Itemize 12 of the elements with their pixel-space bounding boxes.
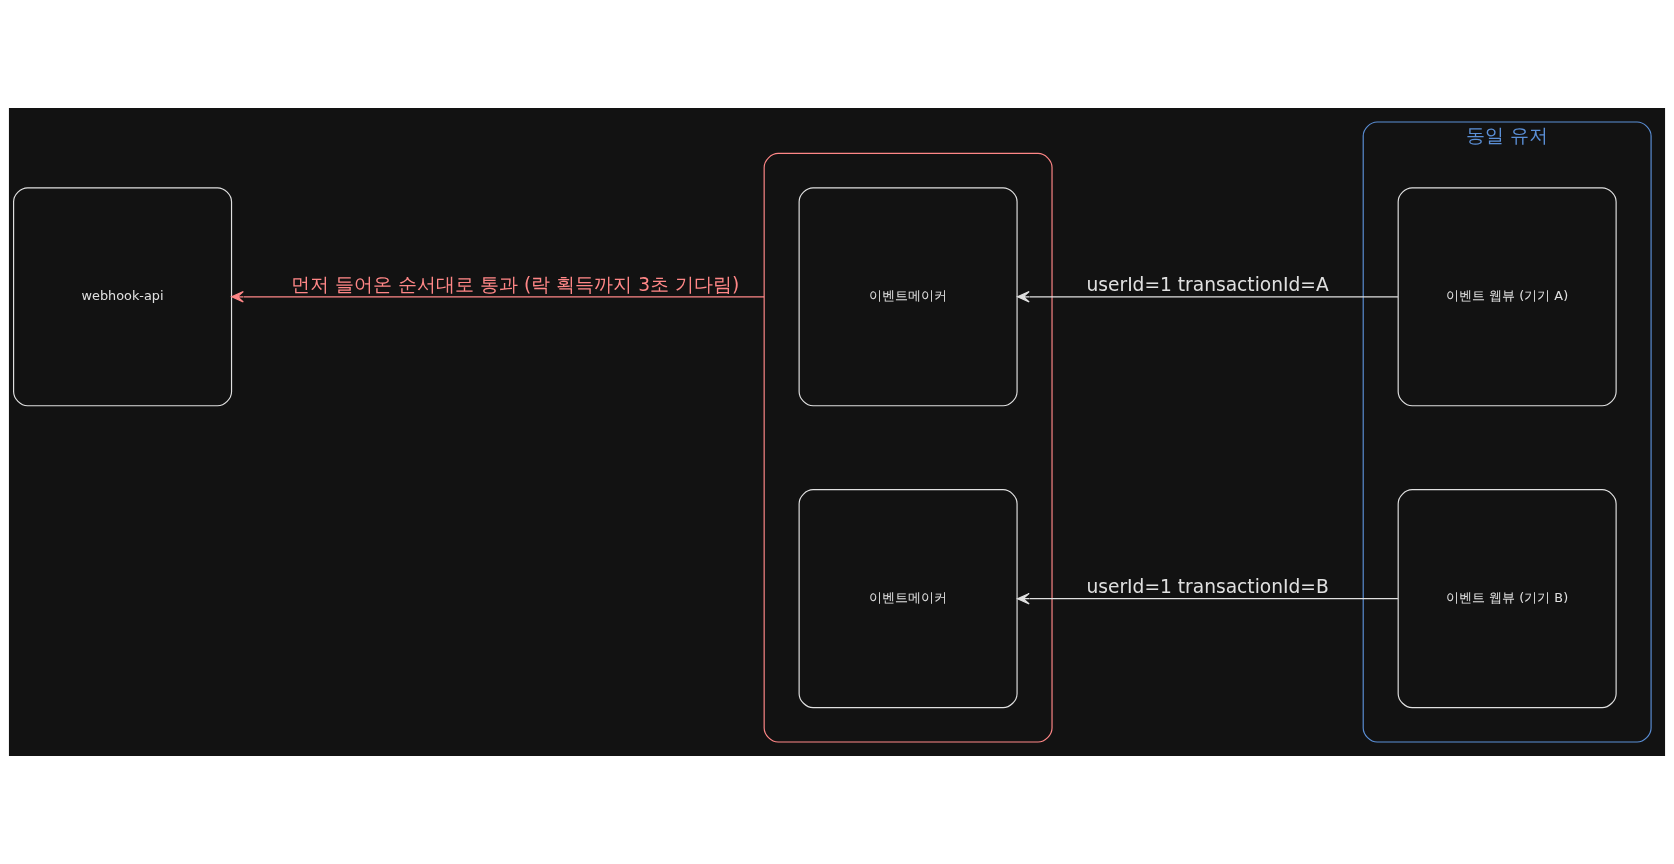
edge-label: 먼저 들어온 순서대로 통과 (락 획득까지 3초 기다림) <box>291 273 740 295</box>
edge-label: userId=1 transactionId=B <box>1086 575 1329 597</box>
edge-label: userId=1 transactionId=A <box>1086 273 1329 295</box>
arrow <box>231 290 765 303</box>
node-box: 이벤트메이커 <box>798 489 1018 709</box>
arrow <box>1016 290 1399 303</box>
arrow <box>1016 592 1399 605</box>
node-box: webhook-api <box>13 187 233 407</box>
node-box: 이벤트 웹뷰 (기기 A) <box>1397 187 1617 407</box>
node-box: 이벤트 웹뷰 (기기 B) <box>1397 489 1617 709</box>
cluster <box>763 152 1053 743</box>
node-box: 이벤트메이커 <box>798 187 1018 407</box>
